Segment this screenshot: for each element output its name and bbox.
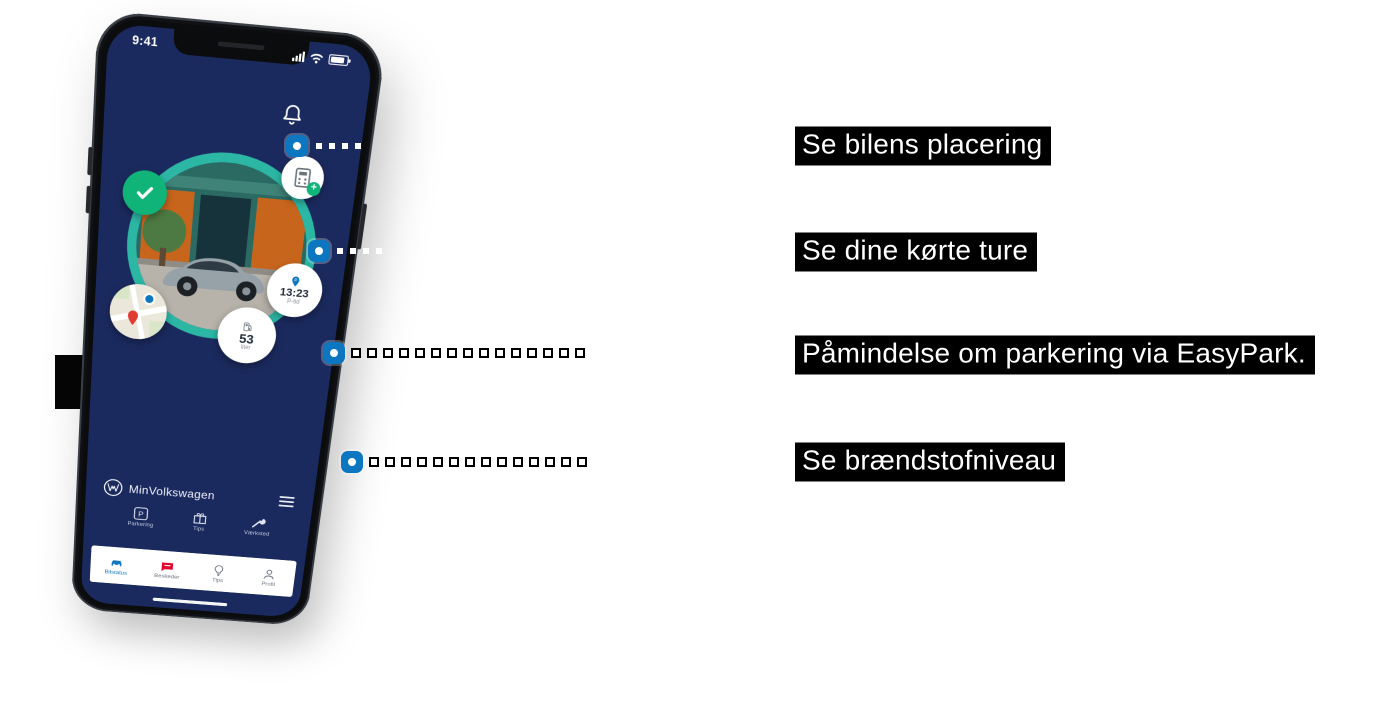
leader-dot bbox=[403, 459, 409, 465]
leader-dot bbox=[433, 350, 439, 356]
nav-item-profil: Profil bbox=[243, 566, 296, 589]
nav-label: Beskeder bbox=[153, 572, 180, 581]
leader-dot bbox=[513, 350, 519, 356]
wrench-icon bbox=[249, 515, 266, 530]
brand-row: MinVolkswagen bbox=[103, 478, 216, 505]
bottom-navbar: Bilstatus Beskeder T bbox=[89, 545, 297, 598]
status-time: 9:41 bbox=[131, 33, 159, 50]
battery-icon bbox=[328, 53, 350, 66]
callout-label-ture: Se dine kørte ture bbox=[795, 232, 1038, 272]
leader-dot bbox=[467, 459, 473, 465]
parking-sublabel: P-tid bbox=[286, 298, 300, 306]
callout-marker-ture bbox=[308, 240, 330, 262]
leader-dot bbox=[561, 350, 567, 356]
shortcut-label: Parkering bbox=[127, 521, 154, 529]
leader-dot bbox=[419, 459, 425, 465]
svg-text:P: P bbox=[138, 510, 144, 519]
status-icons bbox=[291, 49, 350, 67]
leader-dot bbox=[363, 248, 369, 254]
shortcut-label: Værksted bbox=[243, 530, 270, 538]
messages-icon bbox=[161, 562, 174, 572]
power-button bbox=[356, 203, 368, 250]
callout-marker-parkering bbox=[323, 342, 345, 364]
parking-widget: P 13:23 P-tid bbox=[264, 261, 326, 320]
leader-dot bbox=[353, 350, 359, 356]
phone-mockup: 9:41 bbox=[70, 9, 388, 627]
app-title: MinVolkswagen bbox=[128, 482, 216, 502]
leader-dot bbox=[577, 350, 583, 356]
menu-icon bbox=[278, 493, 295, 509]
leader-dot bbox=[355, 143, 361, 149]
leader-dot bbox=[329, 143, 335, 149]
nav-label: Tips bbox=[211, 576, 224, 584]
leader-dot bbox=[529, 350, 535, 356]
nav-item-tips: Tips bbox=[192, 562, 245, 585]
leader-dot bbox=[545, 350, 551, 356]
parking-pin-icon: P bbox=[291, 276, 300, 287]
shortcuts-row: P Parkering Tips bbox=[127, 506, 271, 538]
signal-icon bbox=[291, 50, 306, 62]
shortcut-tips: Tips bbox=[190, 510, 208, 532]
shortcut-vaerksted: Værksted bbox=[243, 515, 272, 538]
leader-dot bbox=[499, 459, 505, 465]
leader-dot bbox=[401, 350, 407, 356]
callout-label-braendstof: Se brændstofniveau bbox=[795, 442, 1066, 482]
nav-item-beskeder: Beskeder bbox=[141, 558, 194, 581]
leader-dot bbox=[371, 459, 377, 465]
shortcut-parkering: P Parkering bbox=[127, 506, 154, 529]
parking-shortcut-icon: P bbox=[133, 506, 150, 522]
callout-marker-placering bbox=[286, 135, 308, 157]
vehicle-photo-circle: + P 13:23 P-tid bbox=[108, 144, 328, 366]
svg-text:P: P bbox=[294, 278, 298, 283]
leader-dot bbox=[435, 459, 441, 465]
leader-dot bbox=[451, 459, 457, 465]
leader-dot bbox=[449, 350, 455, 356]
nav-label: Profil bbox=[261, 580, 276, 588]
fuel-value: 53 bbox=[238, 330, 255, 347]
phone-body: 9:41 bbox=[70, 9, 388, 627]
callout-label-placering: Se bilens placering bbox=[795, 126, 1052, 166]
volume-down-button bbox=[85, 185, 92, 214]
callout-label-parkering: Påmindelse om parkering via EasyPark. bbox=[795, 335, 1315, 375]
lightbulb-icon bbox=[211, 563, 227, 577]
leader-dot bbox=[387, 459, 393, 465]
leader-dot bbox=[342, 143, 348, 149]
vehicle-photo bbox=[131, 154, 317, 337]
check-icon bbox=[131, 179, 158, 207]
callout-marker-braendstof bbox=[341, 451, 363, 473]
home-indicator bbox=[152, 597, 228, 607]
leader-dot bbox=[547, 459, 553, 465]
leader-dot bbox=[481, 350, 487, 356]
leader-dot bbox=[483, 459, 489, 465]
leader-dot bbox=[350, 248, 356, 254]
profile-icon bbox=[261, 567, 277, 581]
leader-dot bbox=[563, 459, 569, 465]
leader-dot bbox=[337, 248, 343, 254]
add-icon: + bbox=[305, 181, 322, 197]
gift-icon bbox=[191, 510, 208, 525]
leader-dot bbox=[316, 143, 322, 149]
car-icon bbox=[111, 559, 122, 566]
leader-dot bbox=[417, 350, 423, 356]
leader-dot bbox=[385, 350, 391, 356]
shortcut-label: Tips bbox=[192, 526, 205, 533]
phone-screen: 9:41 bbox=[80, 22, 375, 618]
leader-dot bbox=[497, 350, 503, 356]
wifi-icon bbox=[308, 50, 325, 64]
leader-dot bbox=[369, 350, 375, 356]
leader-dot bbox=[465, 350, 471, 356]
leader-dot bbox=[515, 459, 521, 465]
notification-bell-icon bbox=[279, 102, 305, 129]
vw-logo-icon bbox=[103, 478, 124, 498]
leader-dot bbox=[579, 459, 585, 465]
fuel-sublabel: liter bbox=[240, 344, 251, 351]
leader-dot bbox=[376, 248, 382, 254]
volume-up-button bbox=[87, 146, 93, 176]
nav-label: Bilstatus bbox=[104, 568, 128, 577]
leader-dot bbox=[531, 459, 537, 465]
nav-item-bilstatus: Bilstatus bbox=[90, 554, 142, 577]
